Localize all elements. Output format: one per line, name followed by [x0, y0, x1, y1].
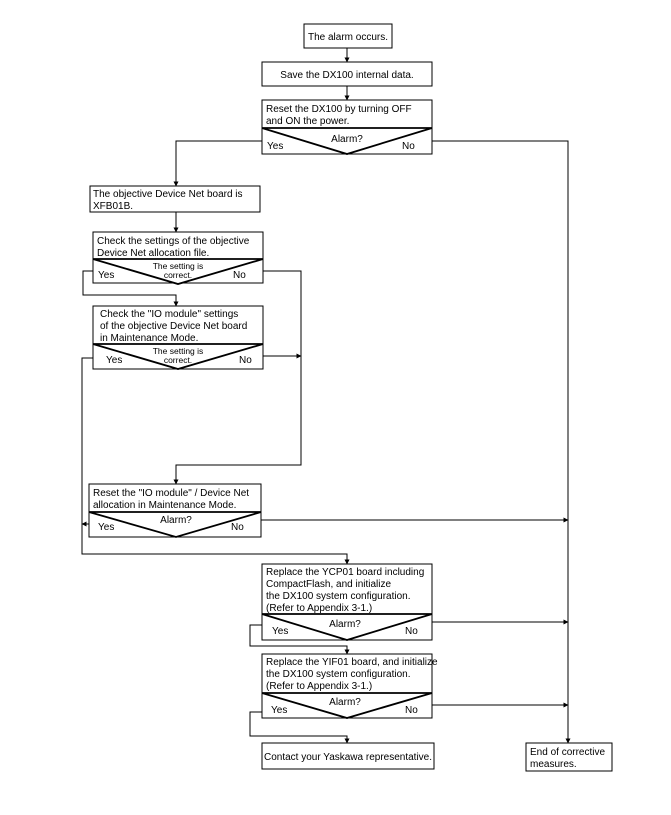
setting-question-line-1: The setting is: [153, 261, 204, 271]
save-data-box: Save the DX100 internal data.: [261, 61, 433, 87]
reset-io-module-decision: Reset the "IO module" / Device Net alloc…: [88, 483, 262, 538]
no-label: No: [402, 141, 415, 152]
alarm-question: Alarm?: [329, 697, 361, 708]
line-reset-no: [432, 140, 571, 744]
alarm-occurs-box: The alarm occurs.: [303, 23, 393, 49]
end-line-2: measures.: [530, 759, 577, 770]
alarm-question: Alarm?: [160, 515, 192, 526]
yes-label: Yes: [98, 270, 114, 281]
check-allocation-line-2: Device Net allocation file.: [97, 248, 209, 259]
contact-box: Contact your Yaskawa representative.: [261, 742, 435, 770]
setting-question-line-2: correct.: [164, 355, 192, 365]
reset-power-line-1: Reset the DX100 by turning OFF: [266, 104, 412, 115]
setting-question-line-2: correct.: [164, 270, 192, 280]
yes-label: Yes: [98, 522, 114, 533]
no-label: No: [231, 522, 244, 533]
arrow-check-yes: [82, 270, 179, 307]
no-label: No: [233, 270, 246, 281]
check-io-line-3: in Maintenance Mode.: [100, 333, 198, 344]
no-label: No: [239, 355, 252, 366]
objective-board-box: The objective Device Net board is XFB01B…: [89, 185, 261, 213]
replace-yif01-decision: Replace the YIF01 board, and initialize …: [261, 653, 438, 719]
ycp01-line-1: Replace the YCP01 board including: [266, 567, 424, 578]
arrow-ycp-yes: [249, 624, 350, 655]
no-label: No: [405, 705, 418, 716]
yes-label: Yes: [272, 626, 288, 637]
yif01-line-1: Replace the YIF01 board, and initialize: [266, 657, 438, 668]
ycp01-line-3: the DX100 system configuration.: [266, 591, 411, 602]
end-line-1: End of corrective: [530, 747, 605, 758]
check-io-module-decision: Check the "IO module" settings of the ob…: [92, 305, 264, 370]
no-label: No: [405, 626, 418, 637]
flow-connectors: [81, 48, 571, 744]
reset-power-decision: Reset the DX100 by turning OFF and ON th…: [261, 99, 433, 155]
ycp01-line-2: CompactFlash, and initialize: [266, 579, 391, 590]
yes-label: Yes: [106, 355, 122, 366]
yif01-line-3: (Refer to Appendix 3-1.): [266, 681, 372, 692]
arrow-reset-yes: [173, 140, 262, 187]
end-box: End of corrective measures.: [525, 742, 613, 772]
check-allocation-line-1: Check the settings of the objective: [97, 236, 250, 247]
line-check-no: [173, 270, 302, 485]
arrow-yif-yes: [249, 711, 350, 744]
check-allocation-decision: Check the settings of the objective Devi…: [92, 231, 264, 285]
save-data-label: Save the DX100 internal data.: [280, 70, 413, 81]
reset-power-line-2: and ON the power.: [266, 116, 349, 127]
ycp01-line-4: (Refer to Appendix 3-1.): [266, 603, 372, 614]
contact-label: Contact your Yaskawa representative.: [264, 752, 432, 763]
alarm-question: Alarm?: [331, 134, 363, 145]
alarm-question: Alarm?: [329, 619, 361, 630]
replace-ycp01-decision: Replace the YCP01 board including Compac…: [261, 563, 433, 641]
yes-label: Yes: [267, 141, 283, 152]
yif01-line-2: the DX100 system configuration.: [266, 669, 411, 680]
check-io-line-2: of the objective Device Net board: [100, 321, 247, 332]
alarm-occurs-label: The alarm occurs.: [308, 32, 388, 43]
line-io-yes: [81, 357, 350, 565]
yes-label: Yes: [271, 705, 287, 716]
reset-io-line-1: Reset the "IO module" / Device Net: [93, 488, 249, 499]
objective-board-line-1: The objective Device Net board is: [93, 189, 243, 200]
reset-io-line-2: allocation in Maintenance Mode.: [93, 500, 236, 511]
check-io-line-1: Check the "IO module" settings: [100, 309, 238, 320]
setting-question-line-1: The setting is: [153, 346, 204, 356]
objective-board-line-2: XFB01B.: [93, 201, 133, 212]
